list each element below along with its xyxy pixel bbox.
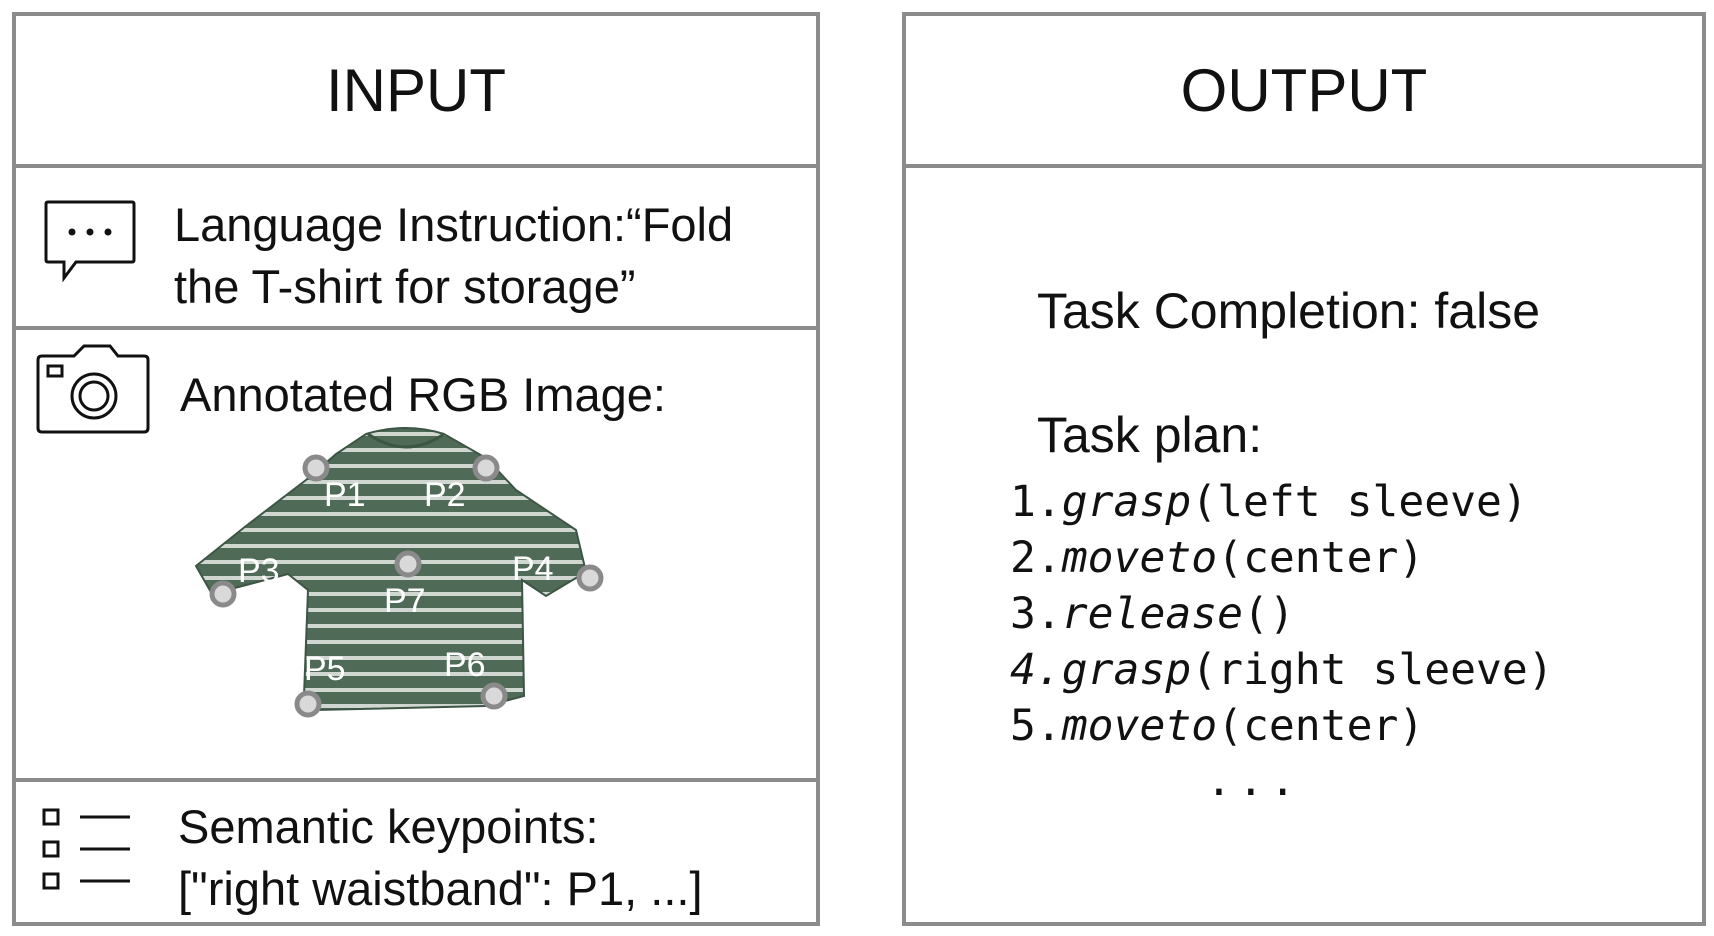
task-completion-text: Task Completion: false (1037, 283, 1541, 339)
keypoint-p7: P7 (384, 550, 426, 620)
language-instruction-section: Language Instruction:“Fold the T-shirt f… (16, 168, 816, 330)
semantic-keypoints-section: Semantic keypoints: ["right waistband": … (16, 782, 816, 926)
task-plan-step: 1.grasp(left sleeve) (1010, 474, 1554, 530)
step-number: 4. (1010, 645, 1062, 695)
step-number: 3. (1010, 589, 1062, 639)
step-number: 2. (1010, 533, 1062, 583)
step-function: grasp (1061, 645, 1192, 695)
task-plan-step: 2.moveto(center) (1010, 530, 1554, 586)
keypoint-label-p7: P7 (384, 582, 426, 620)
chat-bubble-icon (44, 200, 136, 282)
keypoint-label-p1: P1 (324, 476, 366, 514)
semantic-line-1: Semantic keypoints: (178, 800, 599, 853)
step-function: moveto (1061, 701, 1218, 751)
step-arguments: (center) (1217, 701, 1425, 751)
semantic-line-2: ["right waistband": P1, ...] (178, 862, 703, 915)
keypoint-label-p5: P5 (304, 650, 346, 688)
annotated-image-section: Annotated RGB Image: P1 (16, 330, 816, 782)
tshirt-image: P1 P2 P3 P4 P5 P6 (194, 427, 604, 718)
keypoint-p4: P4 (512, 550, 604, 592)
keypoint-p5: P5 (294, 650, 346, 718)
step-number: 5. (1010, 701, 1062, 751)
language-line-2: the T-shirt for storage” (174, 260, 636, 313)
task-plan-step: 4.grasp(right sleeve) (1010, 642, 1554, 698)
keypoint-p1: P1 (302, 454, 366, 514)
task-plan-step: 5.moveto(center) (1010, 698, 1554, 754)
step-arguments: (right sleeve) (1191, 645, 1554, 695)
input-panel: INPUT Language Instruction:“Fold the T-s… (12, 12, 820, 926)
step-arguments: (center) (1217, 533, 1425, 583)
task-plan-step: 3.release() (1010, 586, 1554, 642)
step-function: release (1061, 589, 1243, 639)
checklist-icon (42, 808, 130, 890)
task-plan-ellipsis: ... (1206, 756, 1302, 806)
image-label: Annotated RGB Image: (180, 368, 666, 421)
language-instruction-text: Language Instruction:“Fold the T-shirt f… (174, 194, 733, 318)
semantic-keypoints-text: Semantic keypoints: ["right waistband": … (178, 796, 703, 920)
input-title: INPUT (16, 16, 816, 168)
task-plan-label: Task plan: (1037, 407, 1263, 463)
keypoint-label-p3: P3 (238, 552, 280, 590)
keypoint-p6: P6 (444, 646, 508, 710)
keypoint-p2: P2 (424, 454, 500, 514)
step-function: grasp (1061, 477, 1192, 527)
output-panel: OUTPUT Task Completion: false Task plan:… (902, 12, 1706, 926)
step-arguments: () (1243, 589, 1295, 639)
keypoint-label-p6: P6 (444, 646, 486, 684)
keypoint-label-p4: P4 (512, 550, 554, 588)
step-function: moveto (1061, 533, 1218, 583)
keypoint-p3: P3 (209, 552, 280, 608)
keypoint-label-p2: P2 (424, 476, 466, 514)
task-plan-list: 1.grasp(left sleeve)2.moveto(center)3.re… (1010, 474, 1554, 754)
step-arguments: (left sleeve) (1191, 477, 1528, 527)
language-line-1: Language Instruction:“Fold (174, 198, 734, 251)
output-title: OUTPUT (906, 16, 1702, 168)
camera-icon (36, 344, 150, 434)
step-number: 1. (1010, 477, 1062, 527)
